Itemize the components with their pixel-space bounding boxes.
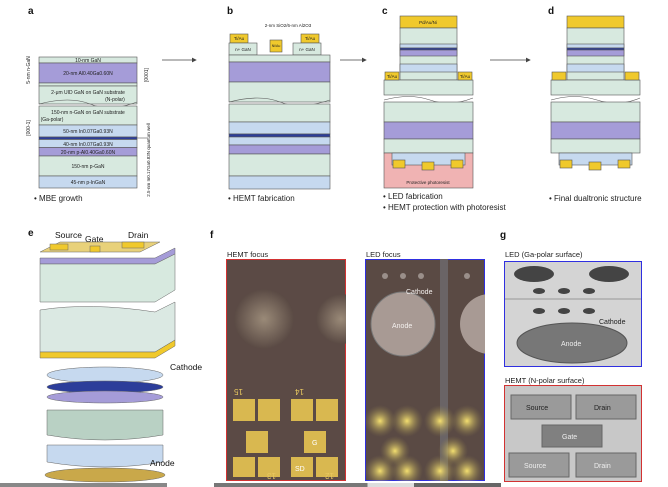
panel-label-b: b <box>227 6 234 17</box>
layer-stack-b: Ti/Au Ti/Au Ni/Au n+ GaN n+ GaN 2-nm SiO… <box>228 23 331 190</box>
layer-stack-c: Pd/Au/Ni Ti/Au Ti/Au Protective photores… <box>383 15 474 189</box>
exploded-device-3d: Source Gate Drain Cathode Anode <box>39 230 202 483</box>
device-number: 12 <box>325 471 334 480</box>
led-focus-micrograph: Cathode Anode <box>365 259 485 481</box>
qw-label: 2.5-nm In0.17Ga0.83N quantum well <box>146 123 151 197</box>
drain-label: Drain <box>128 230 149 240</box>
gate-label: Ni/Au <box>272 44 281 48</box>
layer-stack-a: 10-nm GaN 20-nm Al0.40Ga0.60N 2-μm UID G… <box>26 56 151 197</box>
layer-label: 45-nm p-InGaN <box>71 180 106 186</box>
hemt-focus-micrograph: 15 14 13 12 G SD <box>226 259 346 481</box>
contact-label: Pd/Au/Ni <box>419 20 437 25</box>
layer-label: 10-nm GaN <box>75 58 101 64</box>
anode-label: Anode <box>561 341 581 348</box>
layer-label: 150-nm n-GaN on GaN substrate <box>51 110 125 116</box>
led-focus-title: LED focus <box>366 250 401 259</box>
side-label: 5-nm n-GaN <box>26 56 32 84</box>
ngan-label: n+ GaN <box>299 47 315 52</box>
contact-label: Ti/Au <box>460 74 471 79</box>
anode-label: Anode <box>150 458 175 468</box>
caption-a: • MBE growth <box>34 194 83 203</box>
direction-label: [0001] <box>144 67 150 82</box>
contact-label: Ti/Au <box>305 36 316 41</box>
bottom-edge-strip <box>0 483 668 487</box>
cathode-label: Cathode <box>599 319 626 326</box>
panel-label-a: a <box>28 6 34 17</box>
led-sem-title: LED (Ga-polar surface) <box>505 250 583 259</box>
photoresist-label: Protective photoresist <box>406 180 450 185</box>
pad-sd-label: SD <box>295 466 305 473</box>
panel-label-c: c <box>382 6 388 17</box>
device-number: 13 <box>267 471 276 480</box>
gate-label: Gate <box>562 434 577 441</box>
caption-c1: • LED fabrication <box>383 192 443 201</box>
source-label: Source <box>55 230 82 240</box>
caption-b: • HEMT fabrication <box>228 194 295 203</box>
led-sem-image: Cathode Anode <box>504 261 642 367</box>
contact-label: Ti/Au <box>234 36 245 41</box>
anode-label: Anode <box>392 323 412 330</box>
drain-label: Drain <box>594 463 611 470</box>
hemt-sem-title: HEMT (N-polar surface) <box>505 376 585 385</box>
caption-d: • Final dualtronic structure <box>549 194 642 203</box>
layer-label: 2-μm UID GaN on GaN substrate <box>51 90 125 96</box>
panel-label-f: f <box>210 230 214 241</box>
layer-label: (Ga-polar) <box>41 117 64 123</box>
gate-label: Gate <box>85 234 104 244</box>
schematic-row: 10-nm GaN 20-nm Al0.40Ga0.60N 2-μm UID G… <box>26 15 641 197</box>
device-number: 15 <box>234 387 243 396</box>
layer-label: 20-nm Al0.40Ga0.60N <box>63 71 113 77</box>
device-number: 14 <box>295 387 304 396</box>
drain-label: Drain <box>594 405 611 412</box>
layer-label: 40-nm In0.07Ga0.93N <box>63 142 113 148</box>
hemt-sem-image: Source Drain Gate Source Drain <box>504 385 642 482</box>
layer-label: 50-nm In0.07Ga0.93N <box>63 129 113 135</box>
pad-g-label: G <box>312 440 317 447</box>
hemt-focus-title: HEMT focus <box>227 250 269 259</box>
cathode-label: Cathode <box>406 289 433 296</box>
source-label: Source <box>526 405 548 412</box>
caption-c2: • HEMT protection with photoresist <box>383 203 506 212</box>
layer-stack-d <box>550 15 641 171</box>
dielectric-label: 2-nm SiO2/6-nm Al2O3 <box>265 23 312 28</box>
cathode-label: Cathode <box>170 362 202 372</box>
ngan-label: n+ GaN <box>235 47 251 52</box>
layer-label: 20-nm p-Al0.40Ga0.60N <box>61 150 116 156</box>
source-label: Source <box>524 463 546 470</box>
layer-label: (N-polar) <box>105 97 125 103</box>
panel-label-g: g <box>500 230 507 241</box>
direction-label: [000-1] <box>26 120 32 136</box>
layer-label: 150-nm p-GaN <box>71 164 104 170</box>
panel-label-e: e <box>28 228 34 239</box>
panel-label-d: d <box>548 6 555 17</box>
contact-label: Ti/Au <box>387 74 398 79</box>
